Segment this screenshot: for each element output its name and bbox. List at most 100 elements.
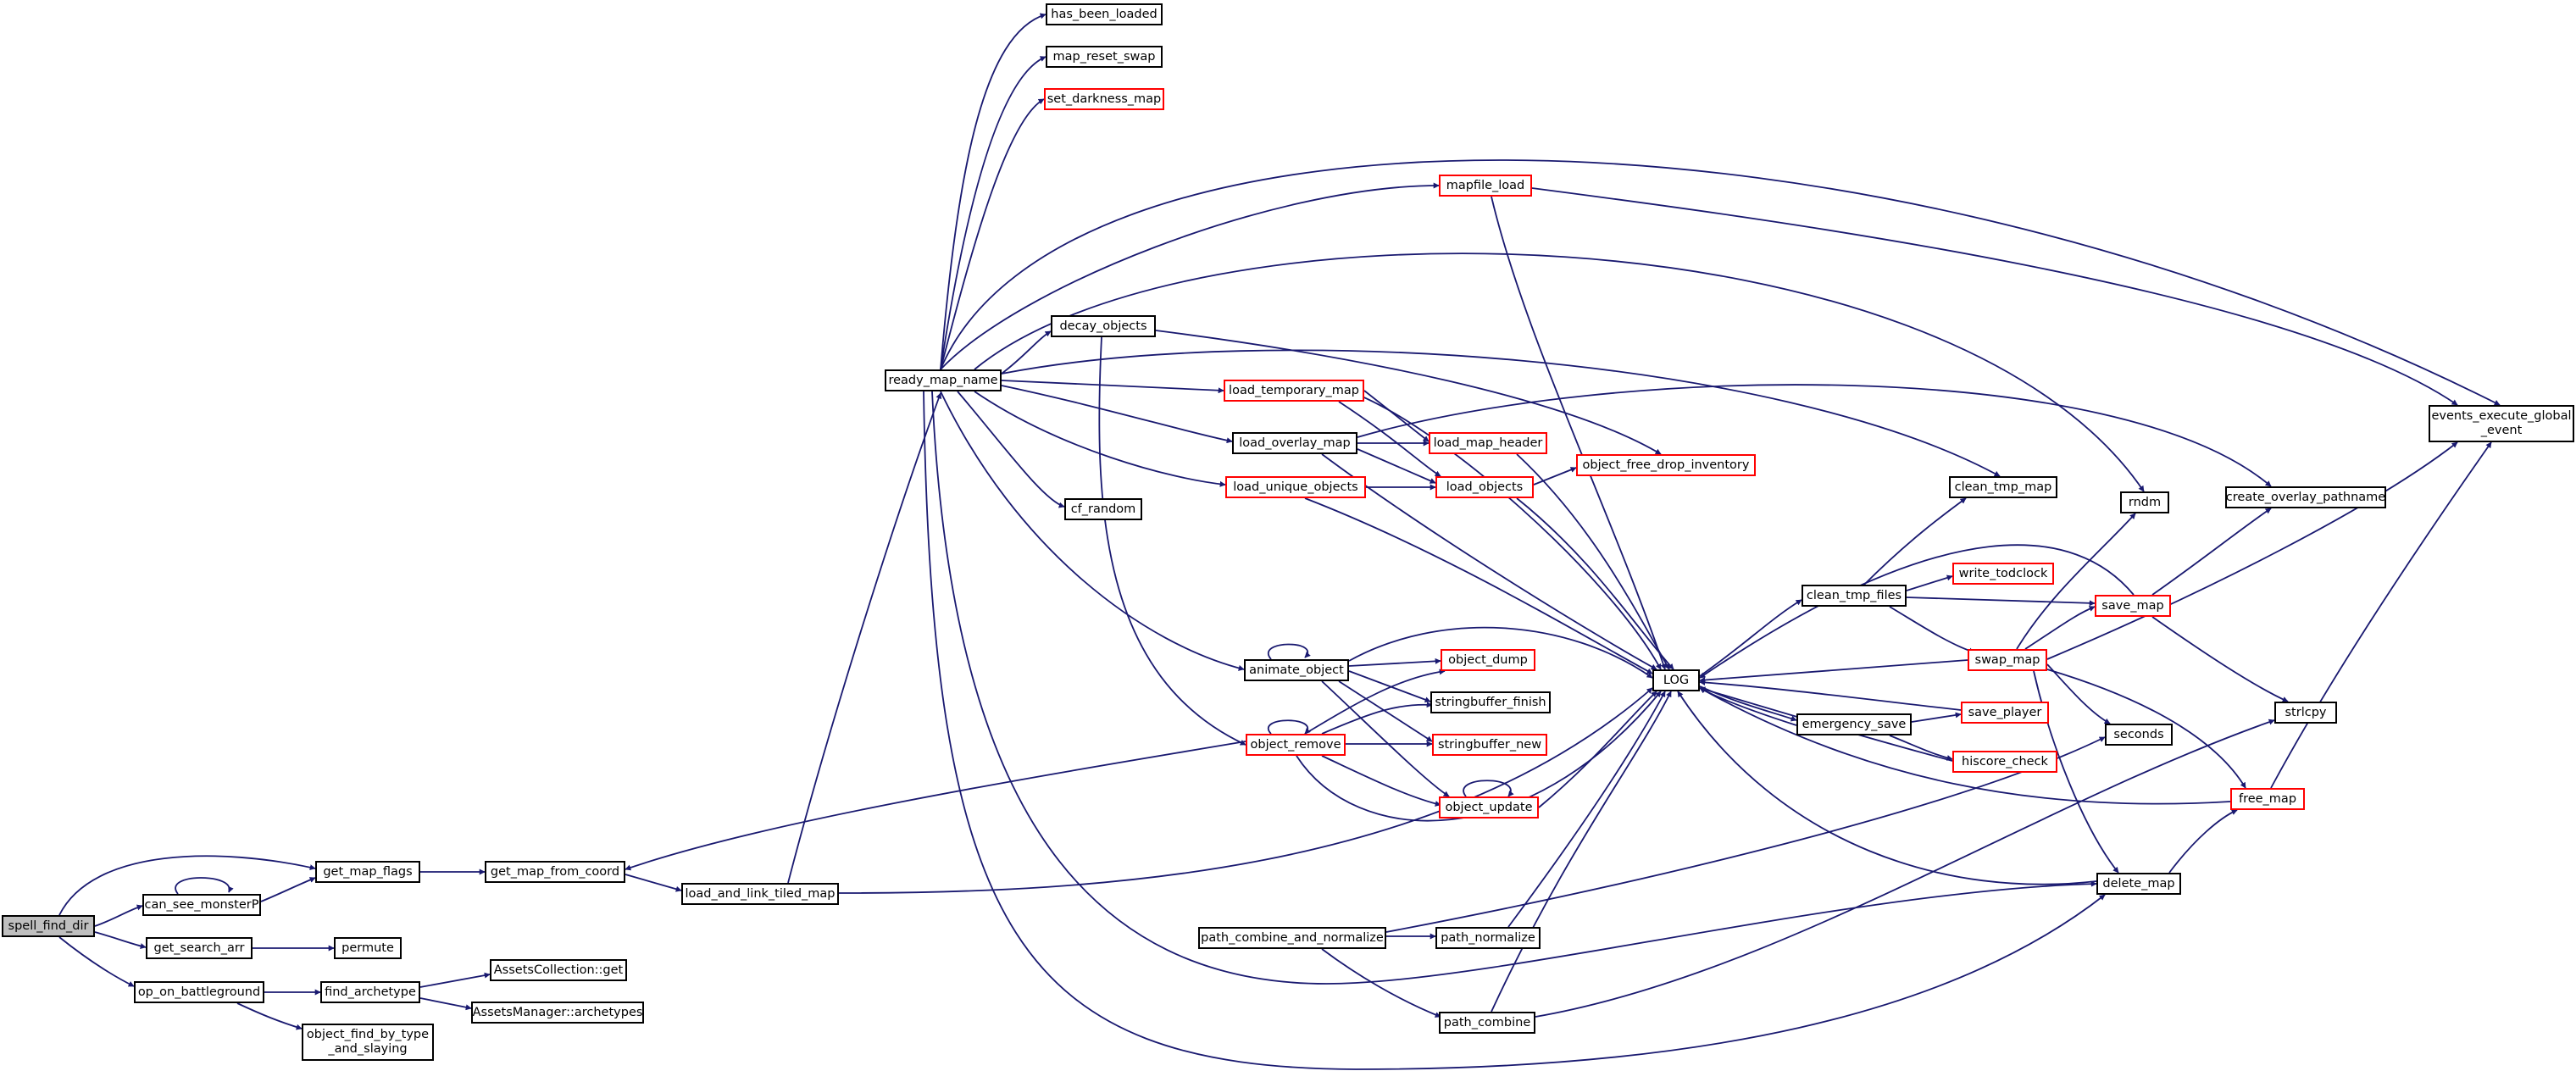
call-edge <box>1531 187 2458 406</box>
call-edge <box>923 391 2106 1070</box>
call-edge <box>236 1002 303 1030</box>
edge-group <box>58 13 2501 1070</box>
node-events_execute_global_event[interactable]: events_execute_global _event <box>2429 405 2574 442</box>
node-get_search_arr[interactable]: get_search_arr <box>146 937 253 959</box>
call-edge <box>260 877 316 902</box>
call-edge <box>1491 196 1667 670</box>
node-object_find_by_type_and_slaying[interactable]: object_find_by_type _and_slaying <box>302 1024 434 1061</box>
node-save_map[interactable]: save_map <box>2095 595 2171 617</box>
node-seconds[interactable]: seconds <box>2105 724 2173 746</box>
call-edge <box>1699 679 1962 711</box>
call-edge <box>625 874 682 892</box>
call-edge <box>957 391 1065 508</box>
call-edge <box>940 13 1046 370</box>
node-map_reset_swap[interactable]: map_reset_swap <box>1046 46 1163 68</box>
call-edge <box>1507 691 1666 928</box>
node-can_see_monsterP[interactable]: can_see_monsterP <box>142 894 261 916</box>
call-edge <box>1321 755 1441 807</box>
node-cf_random[interactable]: cf_random <box>1064 498 1142 520</box>
node-get_map_flags[interactable]: get_map_flags <box>315 861 420 883</box>
node-free_map[interactable]: free_map <box>2230 788 2305 810</box>
call-edge <box>1348 658 1441 667</box>
node-decay_objects[interactable]: decay_objects <box>1051 315 1156 337</box>
node-hiscore_check[interactable]: hiscore_check <box>1952 751 2057 773</box>
node-create_overlay_pathname[interactable]: create_overlay_pathname <box>2225 486 2386 508</box>
call-edge <box>1338 401 1441 477</box>
node-op_on_battleground[interactable]: op_on_battleground <box>134 981 264 1003</box>
call-edge <box>1699 544 2135 679</box>
call-edge <box>175 877 234 895</box>
node-AssetsCollection_get[interactable]: AssetsCollection::get <box>490 959 627 981</box>
node-object_free_drop_inventory[interactable]: object_free_drop_inventory <box>1576 454 1756 476</box>
node-load_objects[interactable]: load_objects <box>1435 476 1534 498</box>
node-load_temporary_map[interactable]: load_temporary_map <box>1224 380 1364 402</box>
call-edge <box>1463 780 1514 797</box>
node-delete_map[interactable]: delete_map <box>2096 873 2181 895</box>
node-load_and_link_tiled_map[interactable]: load_and_link_tiled_map <box>681 883 839 905</box>
node-spell_find_dir: spell_find_dir <box>2 915 95 937</box>
node-stringbuffer_new[interactable]: stringbuffer_new <box>1432 734 1547 756</box>
call-edge <box>2046 663 2111 724</box>
node-emergency_save[interactable]: emergency_save <box>1796 713 1912 735</box>
call-edge <box>1304 669 1446 735</box>
node-load_overlay_map[interactable]: load_overlay_map <box>1232 432 1357 454</box>
call-edge <box>1348 626 1653 679</box>
call-edge <box>1677 691 2097 885</box>
node-save_player[interactable]: save_player <box>1961 702 2049 724</box>
call-edge <box>940 98 1045 370</box>
node-get_map_from_coord[interactable]: get_map_from_coord <box>485 861 625 883</box>
node-AssetsManager_archetypes[interactable]: AssetsManager::archetypes <box>471 1002 644 1024</box>
call-edge <box>94 931 147 949</box>
node-strlcpy[interactable]: strlcpy <box>2274 702 2337 724</box>
node-clean_tmp_files[interactable]: clean_tmp_files <box>1802 585 1907 607</box>
call-edge <box>58 936 135 987</box>
node-animate_object[interactable]: animate_object <box>1244 659 1349 681</box>
call-edge <box>1699 687 2231 805</box>
call-edge <box>2151 508 2272 596</box>
node-permute[interactable]: permute <box>334 937 402 959</box>
node-object_update[interactable]: object_update <box>1439 796 1539 819</box>
node-rndm[interactable]: rndm <box>2120 491 2169 513</box>
node-has_been_loaded[interactable]: has_been_loaded <box>1046 3 1163 25</box>
call-edge <box>1906 574 1953 591</box>
node-stringbuffer_finish[interactable]: stringbuffer_finish <box>1430 691 1551 713</box>
node-path_normalize[interactable]: path_normalize <box>1435 927 1541 949</box>
call-edge <box>1699 599 1802 677</box>
call-edge <box>2016 513 2136 650</box>
call-edge <box>1268 643 1311 660</box>
node-set_darkness_map[interactable]: set_darkness_map <box>1044 88 1164 110</box>
call-edge <box>1911 712 1962 723</box>
call-edge <box>2046 669 2246 789</box>
node-object_dump[interactable]: object_dump <box>1441 649 1535 671</box>
call-edge <box>94 904 143 927</box>
node-LOG[interactable]: LOG <box>1652 669 1700 691</box>
call-edge <box>940 182 1440 370</box>
call-edge <box>1889 606 1975 654</box>
call-edge <box>940 56 1046 370</box>
node-write_todclock[interactable]: write_todclock <box>1952 563 2054 585</box>
call-edge <box>1304 497 1653 674</box>
node-ready_map_name[interactable]: ready_map_name <box>885 369 1002 391</box>
call-edge <box>58 855 316 916</box>
node-load_map_header[interactable]: load_map_header <box>1429 432 1547 454</box>
node-clean_tmp_map[interactable]: clean_tmp_map <box>1949 476 2057 498</box>
call-edge <box>1321 702 1433 735</box>
node-path_combine[interactable]: path_combine <box>1439 1012 1535 1034</box>
call-edge <box>787 392 942 884</box>
node-find_archetype[interactable]: find_archetype <box>320 981 420 1003</box>
call-edge <box>1268 719 1311 735</box>
call-edge <box>1538 691 1657 808</box>
call-edge <box>1699 685 1797 722</box>
node-swap_map[interactable]: swap_map <box>1968 649 2047 671</box>
call-edge <box>1155 330 1662 455</box>
node-load_unique_objects[interactable]: load_unique_objects <box>1225 476 1366 498</box>
call-edge <box>1338 680 1433 742</box>
node-path_combine_and_normalize[interactable]: path_combine_and_normalize <box>1198 927 1386 949</box>
call-edge <box>1889 735 1953 761</box>
node-mapfile_load[interactable]: mapfile_load <box>1439 175 1532 197</box>
call-edge <box>1699 659 1968 684</box>
call-edge <box>838 687 1653 894</box>
node-object_remove[interactable]: object_remove <box>1246 734 1346 756</box>
call-edge <box>2270 441 2492 789</box>
